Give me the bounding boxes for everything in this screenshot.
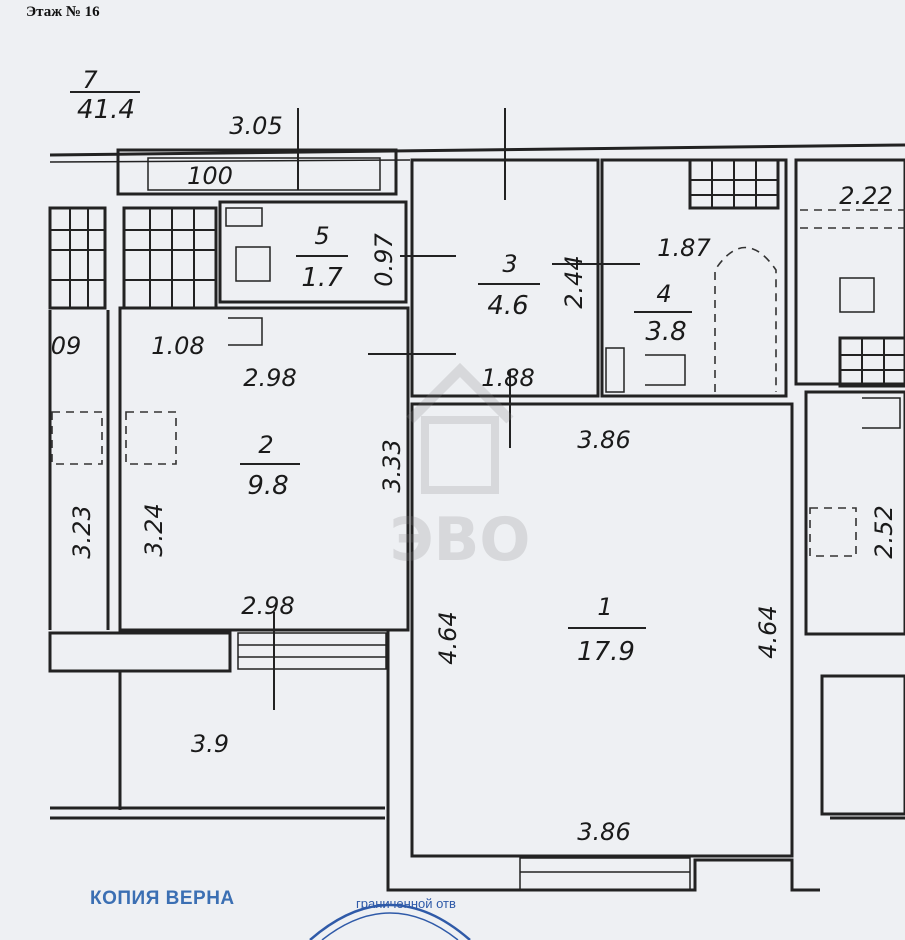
room-2-number: 2 [258,431,273,459]
room-5-area: 1.7 [301,263,343,293]
dim-room2-width-bottom: 2.98 [241,592,294,620]
apartment-number: 7 [82,66,98,94]
dim-room3-width: 1.88 [481,364,534,392]
dimension-lines [70,91,640,710]
floor-label: Этаж № 16 [26,4,100,20]
dim-loggia: 3.9 [191,730,229,758]
room-1-number: 1 [597,593,612,621]
dim-room4-width: 1.87 [657,234,711,262]
dim-top-balcony-inner: 100 [187,162,233,190]
dim-right-neighbor-top: 2.22 [839,182,892,210]
dim-top-balcony: 3.05 [229,112,282,140]
room-3-area: 4.6 [487,291,528,321]
seal-text: граниченной отв [356,896,456,911]
dim-room2-width-top: 2.98 [243,364,296,392]
room-4-area: 3.8 [645,317,686,347]
apartment-total-area: 41.4 [77,95,135,125]
dim-corridor: 1.08 [151,332,204,360]
dim-room3-height: 2.44 [560,255,588,308]
dim-right-neighbor-height: 2.52 [870,505,898,558]
copy-stamp: КОПИЯ ВЕРНА [90,888,235,909]
dim-room1-right: 4.64 [754,605,782,658]
dim-room2-height: 3.33 [378,439,406,492]
watermark-logo: ЭВО [390,362,531,570]
room-2-area: 9.8 [247,471,288,501]
watermark-text: ЭВО [390,505,531,570]
dim-room5-height: 0.97 [370,233,398,287]
room-1-area: 17.9 [577,637,635,667]
room-4-number: 4 [656,280,671,308]
dim-room1-width-top: 3.86 [577,426,630,454]
dim-room2-left: 3.24 [140,503,168,556]
walls [48,143,905,892]
dim-left-neighbor-height: 3.23 [68,505,96,558]
dim-room1-width-bottom: 3.86 [577,818,630,846]
room-5-number: 5 [314,222,329,250]
dim-room1-left: 4.64 [434,611,462,664]
room-3-number: 3 [502,250,517,278]
dim-left-neighbor-width: 09 [51,332,82,360]
